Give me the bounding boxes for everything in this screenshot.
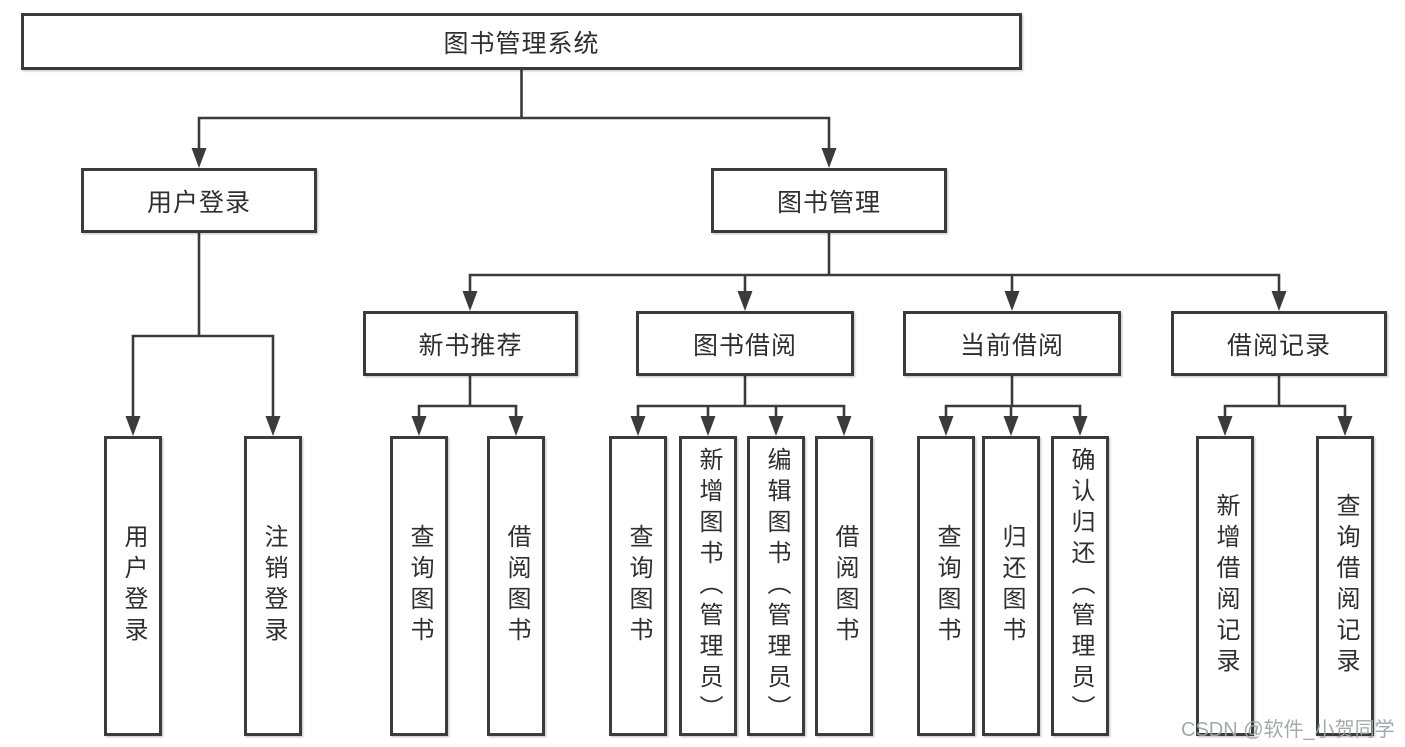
leaf-add-books-admin: 新增图书（管理员） xyxy=(679,436,737,736)
node-label: 归还图书 xyxy=(998,524,1025,648)
leaf-query-books-recommendation: 查询图书 xyxy=(390,436,448,736)
connector-recommendation-children xyxy=(411,376,524,436)
node-label: 查询图书 xyxy=(625,524,652,648)
leaf-query-books-borrowing: 查询图书 xyxy=(609,436,667,736)
node-new-book-recommendation: 新书推荐 xyxy=(363,311,578,376)
node-label: 用户登录 xyxy=(120,524,147,648)
connector-user-login-children xyxy=(125,233,281,436)
connector-current-children xyxy=(938,376,1088,436)
node-label: 新增借阅记录 xyxy=(1212,493,1239,679)
leaf-edit-books-admin: 编辑图书（管理员） xyxy=(747,436,805,736)
leaf-confirm-return-admin: 确认归还（管理员） xyxy=(1051,436,1109,736)
node-label: 图书管理 xyxy=(776,188,881,217)
node-label: 借阅记录 xyxy=(1226,331,1331,360)
node-label: 查询图书 xyxy=(933,524,960,648)
node-borrowing-records: 借阅记录 xyxy=(1171,311,1387,376)
node-book-borrowing: 图书借阅 xyxy=(636,311,854,376)
node-current-borrowing: 当前借阅 xyxy=(903,311,1121,376)
node-label: 新书推荐 xyxy=(418,331,523,360)
leaf-user-login: 用户登录 xyxy=(104,436,162,736)
node-label: 注销登录 xyxy=(260,524,287,648)
node-library-management-system: 图书管理系统 xyxy=(21,13,1022,70)
node-label: 查询借阅记录 xyxy=(1332,493,1359,679)
node-label: 新增图书（管理员） xyxy=(695,446,722,726)
leaf-query-books-current: 查询图书 xyxy=(917,436,975,736)
leaf-return-books: 归还图书 xyxy=(982,436,1040,736)
node-label: 借阅图书 xyxy=(503,524,530,648)
connector-records-children xyxy=(1217,376,1353,436)
leaf-logout: 注销登录 xyxy=(244,436,302,736)
node-label: 编辑图书（管理员） xyxy=(763,446,790,726)
leaf-add-borrow-record: 新增借阅记录 xyxy=(1196,436,1254,736)
connector-book-management-children xyxy=(462,233,1287,311)
csdn-watermark: CSDN @软件_小贺同学 xyxy=(1181,719,1395,741)
node-label: 借阅图书 xyxy=(831,524,858,648)
node-label: 查询图书 xyxy=(406,524,433,648)
node-user-login: 用户登录 xyxy=(81,168,317,233)
node-book-management: 图书管理 xyxy=(711,168,947,233)
connector-root-to-level2 xyxy=(191,69,837,168)
node-label: 用户登录 xyxy=(146,188,251,217)
node-label: 图书借阅 xyxy=(692,331,797,360)
leaf-query-borrow-record: 查询借阅记录 xyxy=(1316,436,1374,736)
node-label: 图书管理系统 xyxy=(443,29,600,58)
leaf-borrow-books-recommendation: 借阅图书 xyxy=(487,436,545,736)
node-label: 确认归还（管理员） xyxy=(1067,446,1094,726)
node-label: 当前借阅 xyxy=(959,331,1064,360)
connector-borrowing-children xyxy=(630,376,852,436)
leaf-borrow-books: 借阅图书 xyxy=(815,436,873,736)
